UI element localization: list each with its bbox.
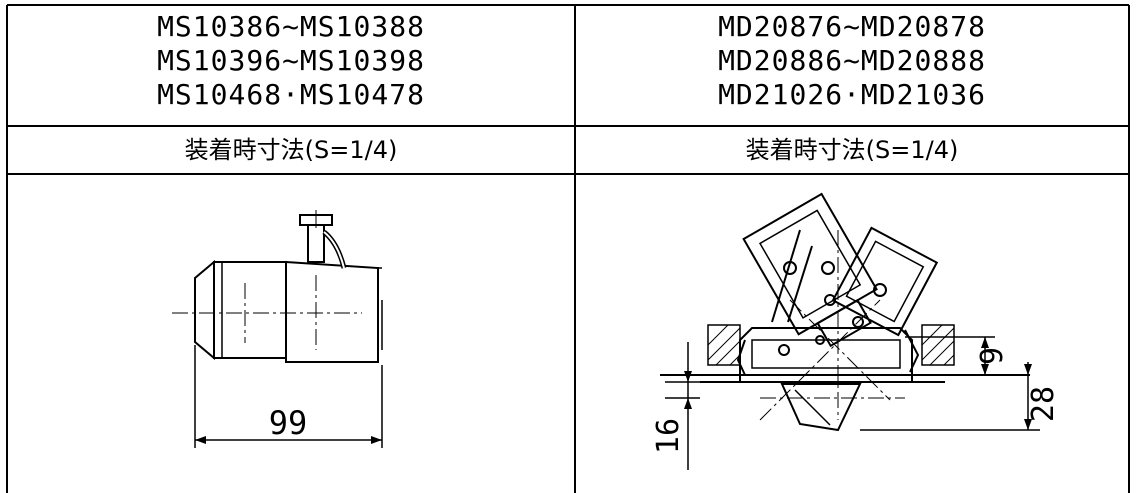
right-model-line-1: MD20876~MD20878 [718, 10, 986, 43]
left-dim-width: 99 [269, 404, 308, 442]
right-dim-overall: 28 [1026, 386, 1061, 422]
right-fixture-drawing [660, 192, 1040, 470]
right-dim-bottom: 16 [651, 418, 686, 454]
left-model-line-1: MS10386~MS10388 [157, 10, 425, 43]
right-dimension-title: 装着時寸法(S=1/4) [745, 136, 959, 164]
right-dim-top: 9 [975, 347, 1010, 365]
left-model-list: MS10386~MS10388 MS10396~MS10398 MS10468·… [8, 10, 574, 112]
left-fixture-drawing [172, 210, 383, 448]
right-model-line-2: MD20886~MD20888 [718, 44, 986, 77]
left-model-line-2: MS10396~MS10398 [157, 44, 425, 77]
left-model-line-3: MS10468·MS10478 [157, 78, 425, 111]
right-model-list: MD20876~MD20878 MD20886~MD20888 MD21026·… [576, 10, 1128, 112]
left-dimension-title: 装着時寸法(S=1/4) [184, 136, 398, 164]
right-model-line-3: MD21026·MD21036 [718, 78, 986, 111]
